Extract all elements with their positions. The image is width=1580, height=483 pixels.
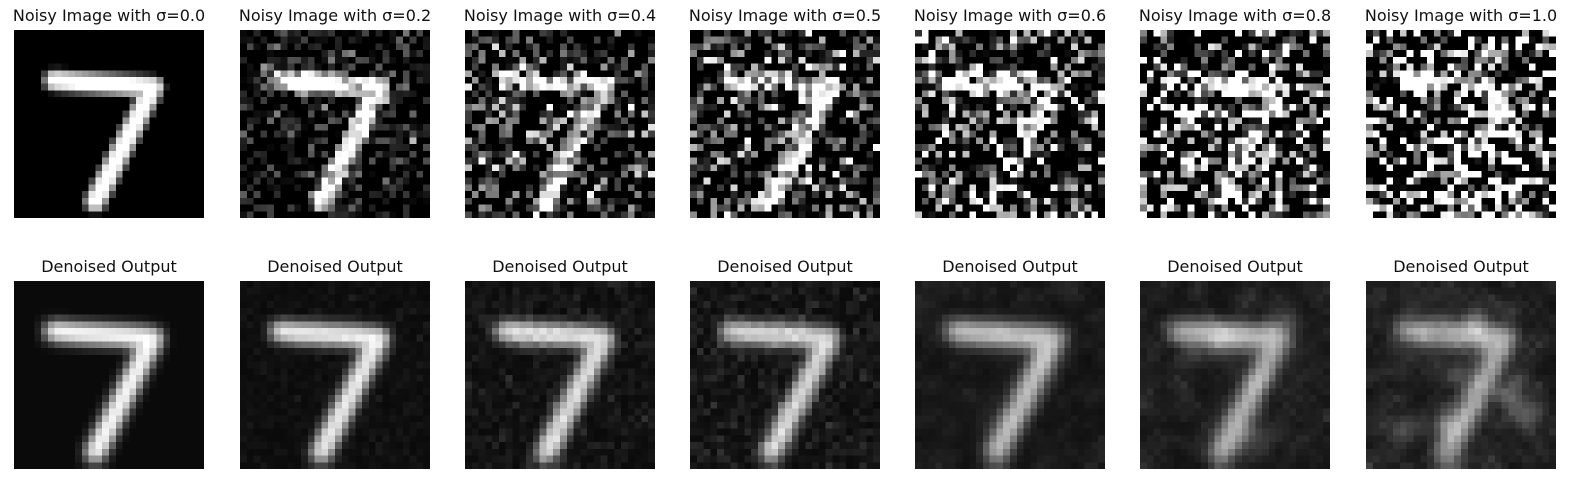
denoised-image <box>1140 281 1330 469</box>
panel-title: Denoised Output <box>41 257 177 276</box>
noisy-image <box>1140 30 1330 218</box>
denoised-image <box>690 281 880 469</box>
panel-title: Denoised Output <box>267 257 403 276</box>
noisy-image <box>240 30 430 218</box>
noisy-image <box>915 30 1105 218</box>
noisy-image <box>465 30 655 218</box>
noisy-image <box>1366 30 1556 218</box>
panel-title: Denoised Output <box>942 257 1078 276</box>
panel-title: Denoised Output <box>717 257 853 276</box>
panel-title: Noisy Image with σ=0.4 <box>463 6 657 25</box>
panel-title: Noisy Image with σ=0.0 <box>12 6 206 25</box>
panel-title: Denoised Output <box>1167 257 1303 276</box>
panel-title: Denoised Output <box>492 257 628 276</box>
panel-title: Denoised Output <box>1393 257 1529 276</box>
denoised-image <box>1366 281 1556 469</box>
panel-title: Noisy Image with σ=1.0 <box>1364 6 1558 25</box>
panel-title: Noisy Image with σ=0.5 <box>688 6 882 25</box>
denoised-image <box>915 281 1105 469</box>
panel-title: Noisy Image with σ=0.6 <box>913 6 1107 25</box>
panel-title: Noisy Image with σ=0.2 <box>238 6 432 25</box>
noisy-image <box>14 30 204 218</box>
denoised-image <box>14 281 204 469</box>
panel-title: Noisy Image with σ=0.8 <box>1138 6 1332 25</box>
denoised-image <box>465 281 655 469</box>
denoised-image <box>240 281 430 469</box>
noisy-image <box>690 30 880 218</box>
